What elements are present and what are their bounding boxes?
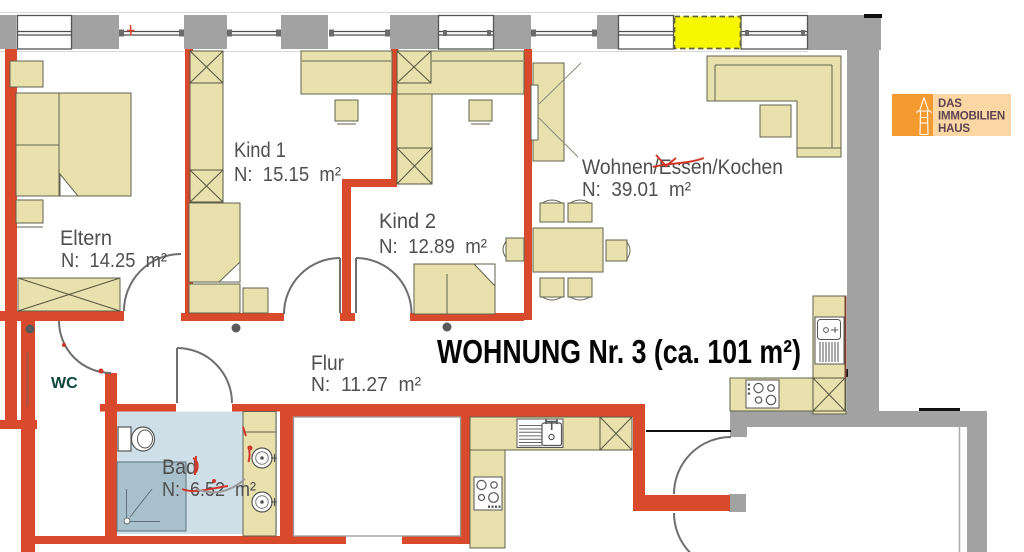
svg-text:N: 39.01 m²: N: 39.01 m² [582,179,691,201]
svg-text:Bad: Bad [162,456,197,479]
svg-text:WC: WC [51,375,78,392]
svg-text:DAS: DAS [938,98,962,110]
svg-text:Eltern: Eltern [60,227,112,250]
svg-text:HAUS: HAUS [938,123,970,135]
svg-text:Flur: Flur [311,352,344,375]
svg-text:IMMOBILIEN: IMMOBILIEN [938,111,1005,123]
svg-text:N: 15.15 m²: N: 15.15 m² [234,164,341,186]
svg-text:Kind 2: Kind 2 [379,210,436,233]
svg-text:N: 11.27 m²: N: 11.27 m² [311,374,421,396]
svg-text:N: 12.89 m²: N: 12.89 m² [379,236,487,258]
svg-text:WOHNUNG Nr. 3 (ca. 101 m²): WOHNUNG Nr. 3 (ca. 101 m²) [437,333,801,370]
svg-text:N: 14.25 m²: N: 14.25 m² [61,250,167,272]
svg-text:Kind 1: Kind 1 [234,139,286,162]
svg-text:Wohnen/Essen/Kochen: Wohnen/Essen/Kochen [582,156,783,179]
